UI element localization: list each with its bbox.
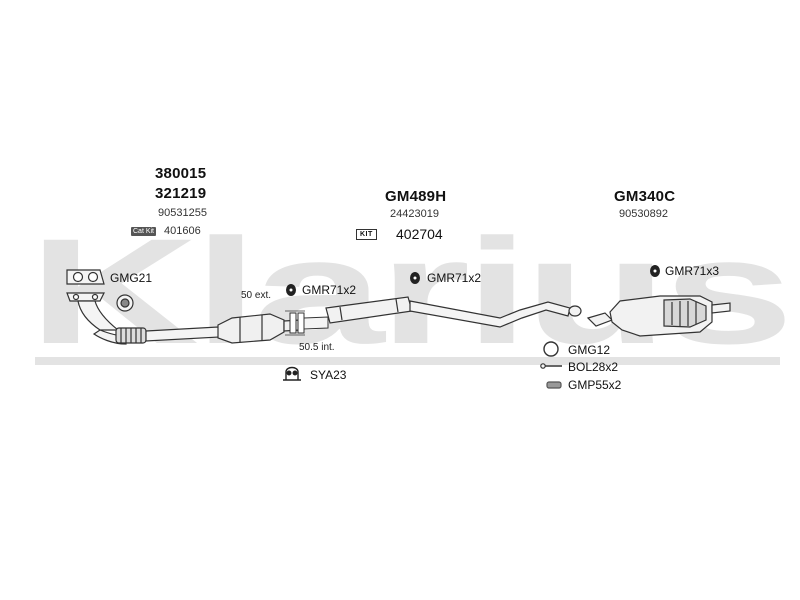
- spring-icon: [546, 381, 562, 389]
- gasket-gmg12-icon: [543, 341, 559, 357]
- dimension-int-label: 50.5 int.: [299, 342, 335, 353]
- part-number-321219: 321219: [155, 185, 207, 202]
- clamp-sya23-label: SYA23: [310, 368, 347, 382]
- rubber-mount-right-label: GMR71x3: [665, 264, 720, 278]
- kit-badge: KIT: [356, 229, 377, 240]
- kit-number: 402704: [396, 226, 443, 242]
- rubber-mount-holes: [289, 269, 657, 292]
- dimension-ext-label: 50 ext.: [241, 290, 272, 301]
- bolt-label: BOL28x2: [568, 360, 619, 374]
- part-number-380015: 380015: [155, 165, 207, 182]
- flexi-joint-icon: [115, 327, 147, 344]
- gasket-gmg21-label: GMG21: [110, 271, 153, 285]
- part-number-gm340c: GM340C: [614, 188, 676, 205]
- rubber-mount-middle-label: GMR71x2: [427, 271, 482, 285]
- oe-number-left: 90531255: [158, 207, 207, 219]
- front-pipe: [66, 269, 221, 345]
- gasket-gmg21-icon: [66, 269, 105, 285]
- rubber-mount-left-label: GMR71x2: [302, 283, 357, 297]
- spring-label: GMP55x2: [568, 378, 622, 392]
- rear-silencer: [586, 295, 731, 337]
- pipe-joint: [285, 310, 329, 336]
- clamp-sya23-icon: [283, 366, 301, 381]
- cat-kit-badge: Cat Kit: [131, 227, 157, 236]
- bolt-icon: [540, 363, 562, 369]
- middle-silencer: [325, 296, 582, 328]
- gasket-gmg12-label: GMG12: [568, 343, 611, 357]
- oe-number-right: 90530892: [619, 208, 668, 220]
- front-flange-icon: [66, 292, 105, 302]
- cat-kit-number: 401606: [164, 225, 201, 237]
- part-number-gm489h: GM489H: [385, 188, 447, 205]
- ball-gasket-icon: [116, 294, 134, 312]
- oe-number-middle: 24423019: [390, 208, 439, 220]
